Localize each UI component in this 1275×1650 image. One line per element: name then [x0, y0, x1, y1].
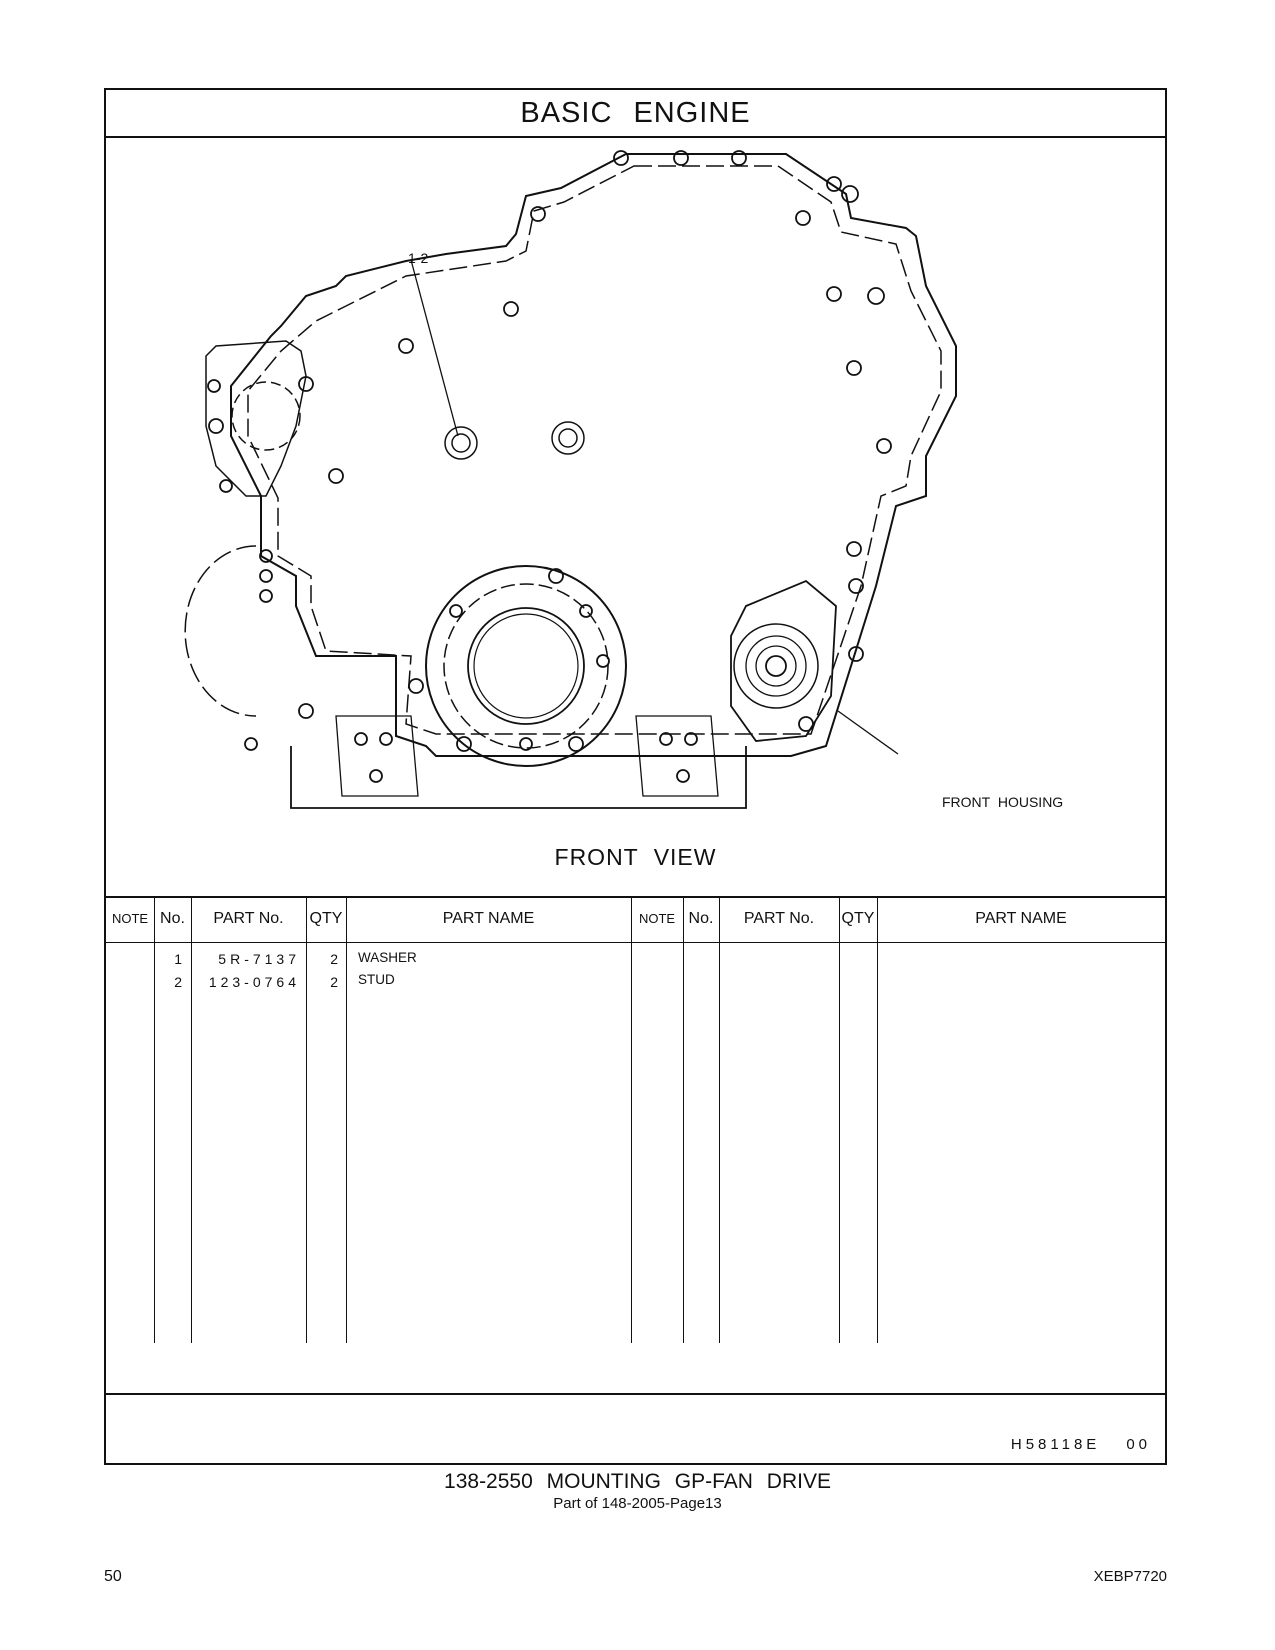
view-label: FRONT VIEW: [554, 844, 717, 870]
page-number: 50: [104, 1568, 122, 1585]
col-divider: [346, 896, 347, 1343]
col-qty-right: QTY: [841, 910, 875, 927]
housing-inner-outline: [247, 165, 942, 735]
col-divider: [154, 896, 155, 1343]
col-no-right: No.: [688, 910, 714, 927]
base-plate: [290, 746, 747, 809]
col-divider: [683, 896, 684, 1343]
header-divider: [106, 942, 1165, 943]
callout-leader-1-2: [410, 259, 459, 437]
document-id: XEBP7720: [1093, 1568, 1167, 1585]
parts-drawing: 1-2 FRONT HOUSING FRONT VIEW: [106, 136, 1165, 898]
callout-item-ref: 1-2: [408, 250, 429, 266]
col-divider: [877, 896, 878, 1343]
page-title: BASIC ENGINE: [106, 90, 1165, 138]
col-divider: [191, 896, 192, 1343]
table-end-line: [106, 1393, 1165, 1395]
row-2-part-no: 123-0764: [208, 974, 300, 990]
col-divider: [839, 896, 840, 1343]
crank-seal-outer: [425, 565, 627, 767]
row-1-part-no: 5R-7137: [218, 951, 300, 967]
col-no-left: No.: [160, 910, 185, 927]
callout-front-housing: FRONT HOUSING: [942, 794, 1064, 810]
left-lobe: [205, 340, 307, 497]
row-1-no: 1: [174, 951, 182, 967]
row-2-no: 2: [174, 974, 182, 990]
col-partname-left: PART NAME: [442, 910, 535, 927]
illustration-code-id: H58118E: [1010, 1436, 1101, 1453]
col-qty-left: QTY: [309, 910, 343, 927]
col-divider-center: [631, 896, 632, 1343]
assembly-caption: 138-2550 MOUNTING GP-FAN DRIVE: [444, 1470, 831, 1493]
callout-leader-front-housing: [837, 710, 899, 755]
col-divider: [306, 896, 307, 1343]
row-1-part-name: WASHER: [358, 950, 417, 965]
col-partno-right: PART No.: [743, 910, 815, 927]
housing-outline: [230, 153, 957, 757]
col-note-left: NOTE: [111, 911, 149, 926]
col-divider: [719, 896, 720, 1343]
accessory-pad: [730, 579, 837, 742]
row-2-part-name: STUD: [358, 972, 395, 987]
row-2-qty: 2: [330, 974, 338, 990]
front-housing-illustration: [184, 150, 957, 809]
col-partno-left: PART No.: [213, 910, 284, 927]
parts-page-frame: BASIC ENGINE: [104, 88, 1167, 1465]
row-1-qty: 2: [330, 951, 338, 967]
illustration-code: H58118E 00: [1011, 1436, 1151, 1453]
col-note-right: NOTE: [638, 911, 676, 926]
lower-left-arc: [184, 545, 257, 717]
col-partname-right: PART NAME: [975, 910, 1067, 927]
assembly-subcaption: Part of 148-2005-Page13: [553, 1495, 722, 1512]
illustration-code-rev: 00: [1126, 1436, 1151, 1453]
